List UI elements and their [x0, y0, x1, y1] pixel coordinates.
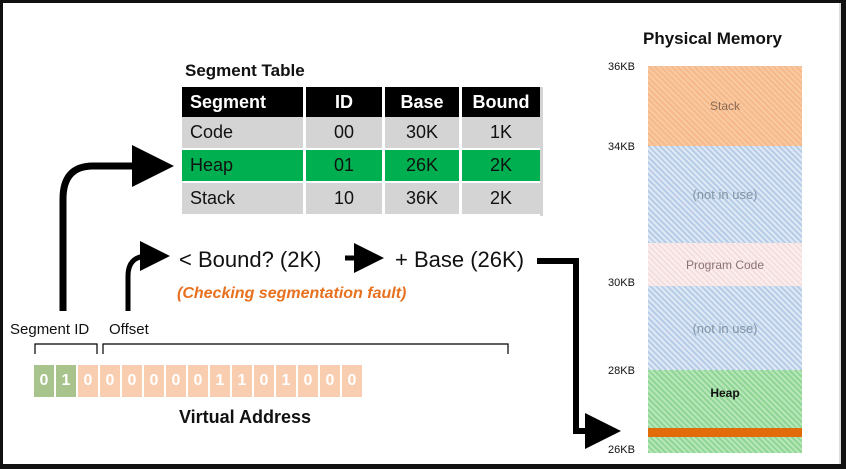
to-physical-arrow: [537, 258, 621, 449]
region-label: Program Code: [685, 257, 765, 272]
table-row-highlighted: Heap 01 26K 2K: [182, 149, 543, 183]
cell-base: 30K: [383, 117, 462, 150]
memory-region-unused: (not in use): [648, 146, 802, 243]
memory-region-heap: Heap: [648, 370, 802, 428]
bit-cell: 1: [210, 365, 230, 397]
flow-arrows: [34, 3, 841, 464]
segment-id-bracket: [34, 343, 98, 354]
cell-bound: 2K: [460, 182, 543, 216]
col-base: Base: [383, 87, 462, 117]
cell-base: 26K: [383, 149, 462, 183]
col-bound: Bound: [460, 87, 543, 117]
memory-region-unused: (not in use): [648, 286, 802, 370]
cell-id: 10: [304, 182, 385, 216]
segment-id-label: Segment ID: [10, 321, 90, 338]
bit-cell: 0: [144, 365, 164, 397]
cell-segment: Stack: [182, 182, 306, 216]
tick-36kb: 36KB: [608, 61, 635, 73]
region-label: Heap: [710, 386, 740, 400]
physical-memory-title: Physical Memory: [643, 29, 782, 48]
segment-table-title: Segment Table: [185, 61, 305, 80]
segfault-note: (Checking segmentation fault): [177, 285, 407, 302]
virtual-address-label: Virtual Address: [179, 407, 312, 427]
offset-arrow: [125, 241, 170, 311]
heap-accessed-bar: [648, 428, 802, 437]
bit-cell: 0: [100, 365, 120, 397]
offset-label: Offset: [109, 321, 149, 338]
bit-cell: 0: [166, 365, 186, 397]
bit-cell: 0: [320, 365, 340, 397]
slide: Segment Table Segment ID Base Bound Code…: [3, 3, 841, 464]
bit-cell: 0: [188, 365, 208, 397]
bound-check-label: < Bound? (2K): [179, 247, 322, 272]
memory-region-stack: Stack: [648, 66, 802, 146]
cell-id: 01: [304, 149, 385, 183]
bit-cell: 1: [56, 365, 76, 397]
bit-cell: 0: [342, 365, 362, 397]
physical-memory-column: Stack (not in use) Program Code (not in …: [648, 3, 802, 464]
bit-cell: 1: [276, 365, 296, 397]
bit-cell: 0: [34, 365, 54, 397]
bit-cell: 1: [232, 365, 252, 397]
table-row: Code 00 30K 1K: [182, 117, 543, 150]
bit-cell: 0: [298, 365, 318, 397]
col-id: ID: [304, 87, 385, 117]
bit-cell: 0: [254, 365, 274, 397]
region-label: (not in use): [692, 187, 758, 202]
bit-cell: 0: [122, 365, 142, 397]
tick-34kb: 34KB: [608, 141, 635, 153]
cell-bound: 2K: [460, 149, 543, 183]
col-segment: Segment: [182, 87, 306, 117]
cell-id: 00: [304, 117, 385, 150]
tick-30kb: 30KB: [608, 277, 635, 289]
region-label: Stack: [709, 99, 740, 113]
bit-cell: 0: [78, 365, 98, 397]
base-add-label: + Base (26K): [395, 247, 525, 272]
cell-base: 36K: [383, 182, 462, 216]
segment-id-arrow: [59, 145, 174, 311]
cell-segment: Heap: [182, 149, 306, 183]
table-row: Stack 10 36K 2K: [182, 182, 543, 216]
region-label: (not in use): [692, 320, 758, 336]
tick-28kb: 28KB: [608, 365, 635, 377]
memory-region-heap-lower: [648, 437, 802, 453]
cell-bound: 1K: [460, 117, 543, 150]
tick-26kb: 26KB: [608, 444, 635, 456]
cell-segment: Code: [182, 117, 306, 150]
virtual-address-bits: 0 1 0 0 0 0 0 0 1 1 0 1 0 0 0: [34, 365, 364, 397]
memory-region-code: Program Code: [648, 243, 802, 286]
segment-table: Segment ID Base Bound Code 00 30K 1K Hea…: [182, 87, 543, 216]
offset-bracket: [102, 343, 509, 354]
